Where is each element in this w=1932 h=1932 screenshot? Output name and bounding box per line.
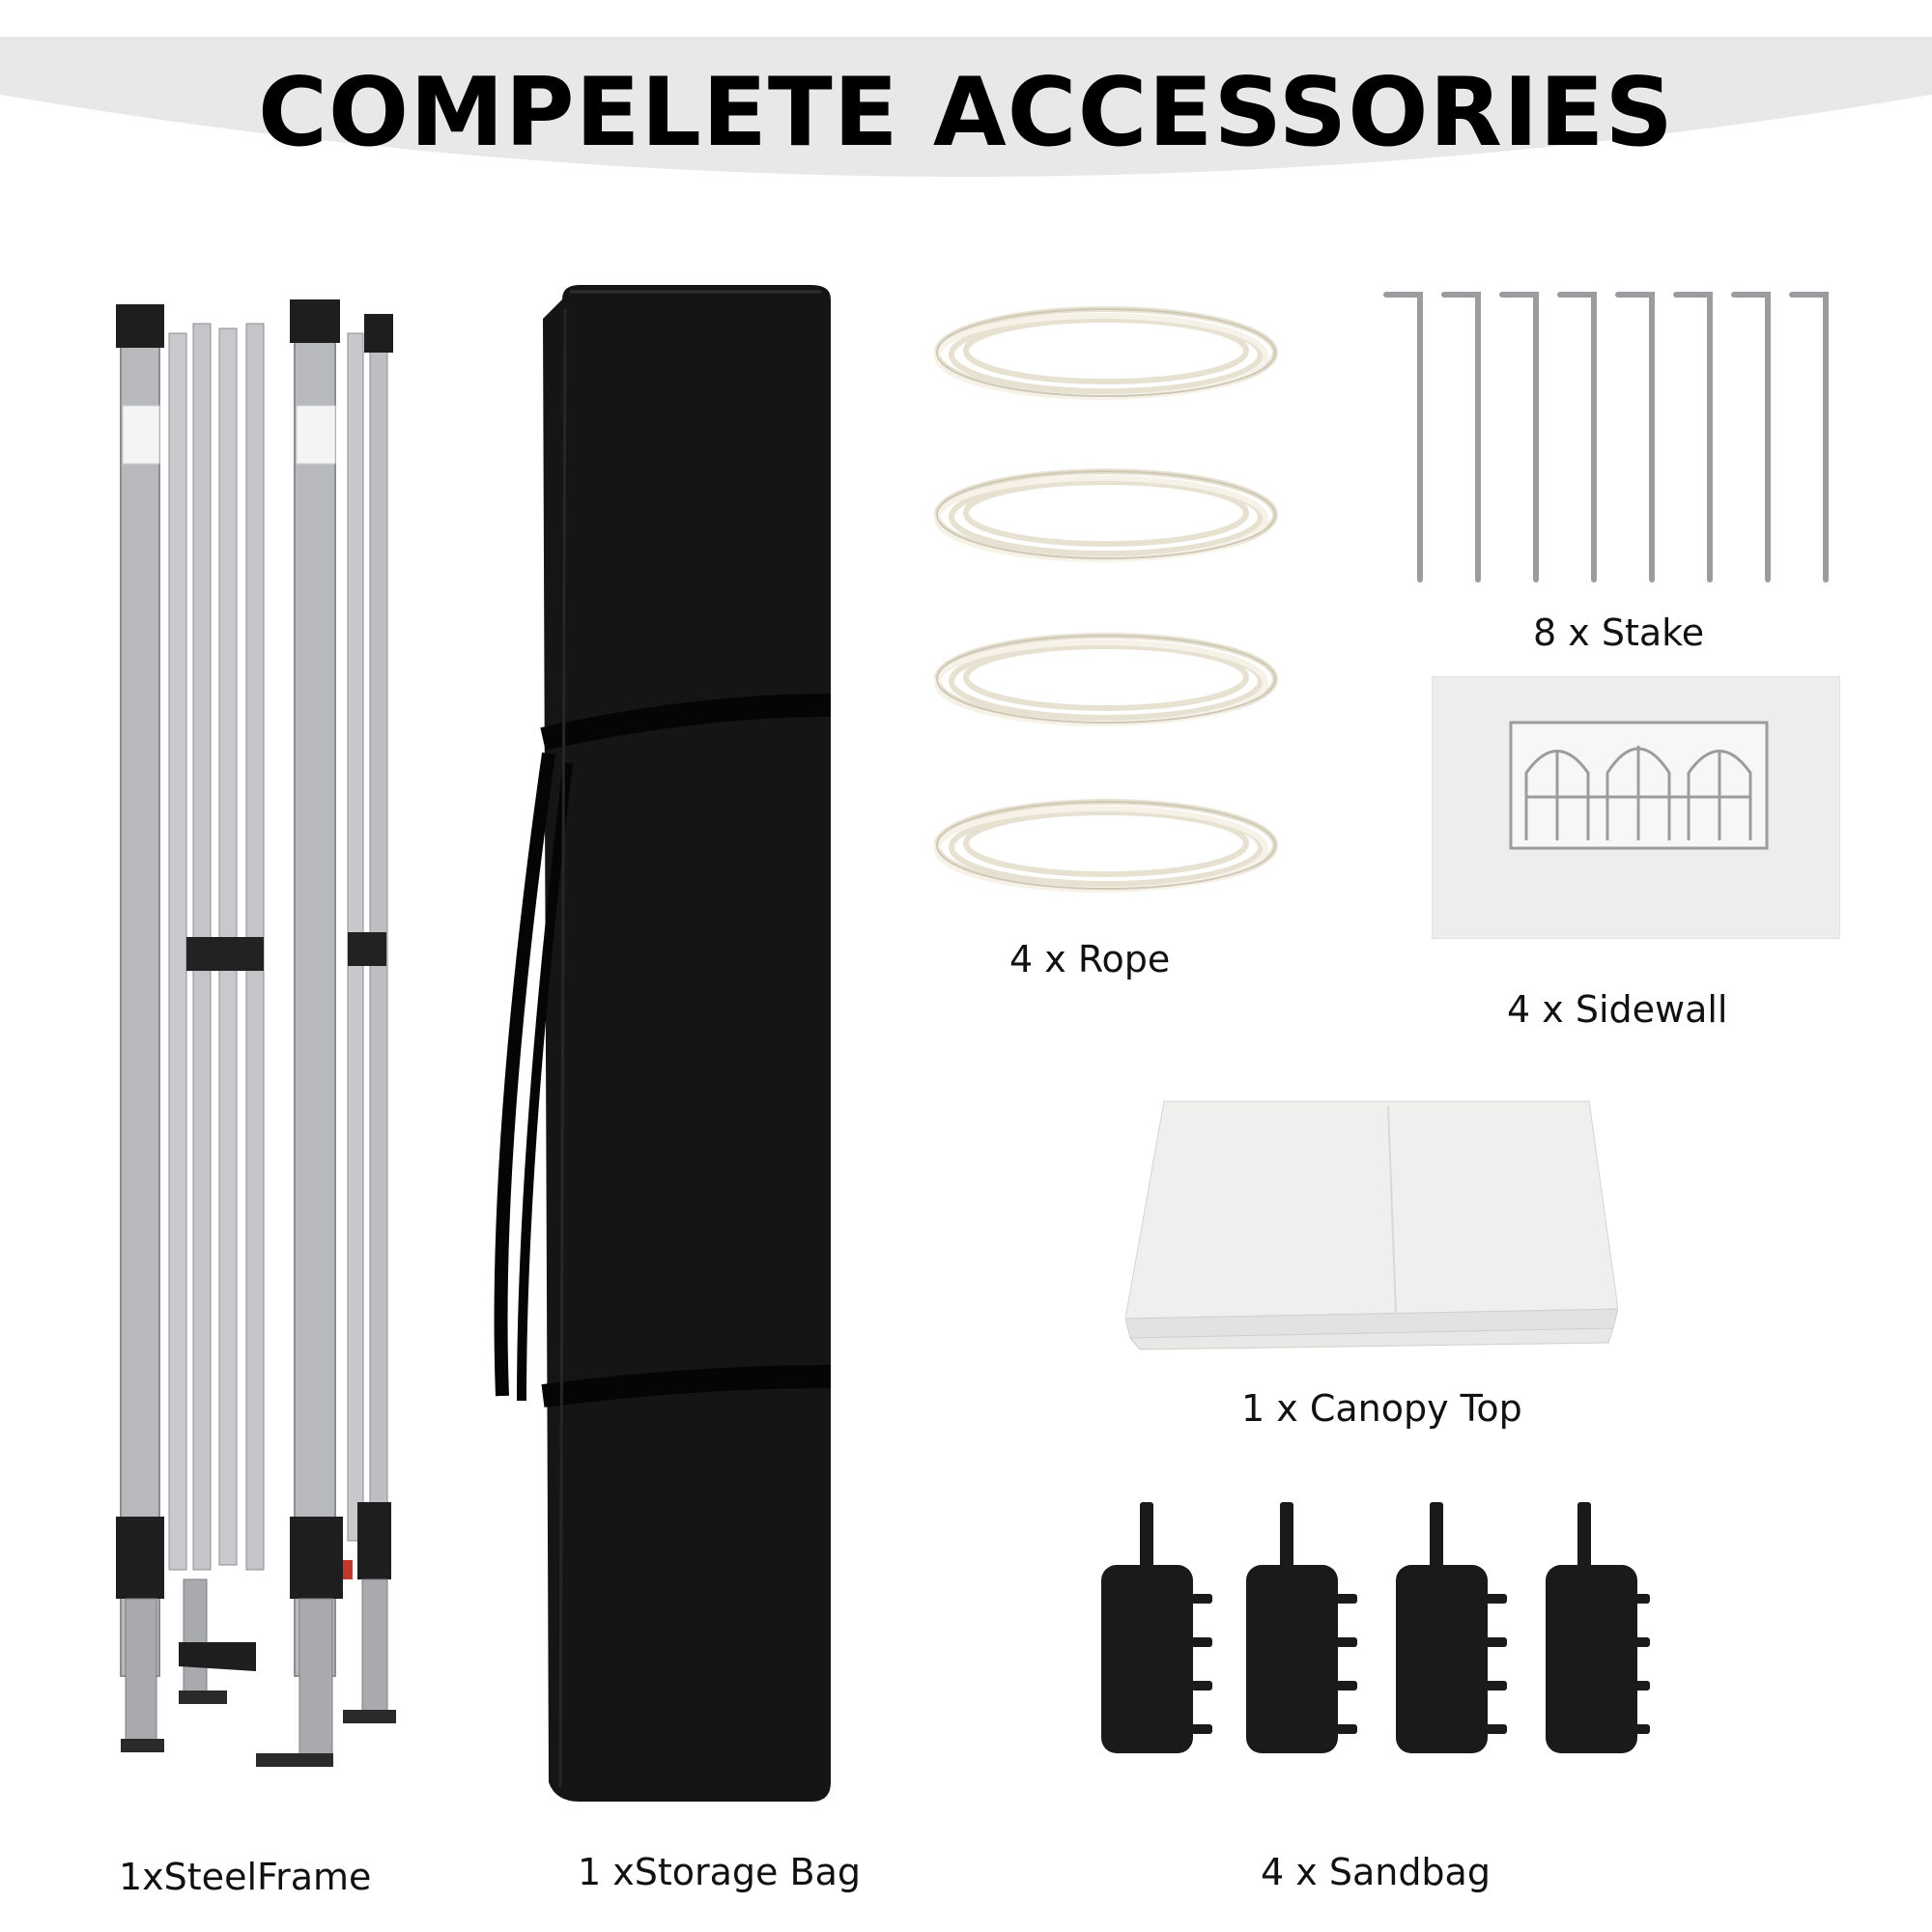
- page-title: COMPELETE ACCESSORIES: [258, 58, 1674, 168]
- stake-image: [1381, 285, 1845, 584]
- rope-image: [923, 295, 1285, 913]
- sandbag-image: [1096, 1502, 1652, 1758]
- steel-frame-label: 1xSteelFrame: [119, 1856, 372, 1898]
- canopy-top-label: 1 x Canopy Top: [1241, 1387, 1522, 1430]
- storage-bag-image: [483, 280, 850, 1826]
- rope-label: 4 x Rope: [1009, 938, 1171, 980]
- sandbag-label: 4 x Sandbag: [1261, 1851, 1491, 1893]
- sidewall-image: [1431, 675, 1841, 940]
- canopy-top-image: [1124, 1096, 1619, 1352]
- steel-frame-image: [111, 295, 411, 1802]
- storage-bag-label: 1 xStorage Bag: [578, 1851, 861, 1893]
- stake-label: 8 x Stake: [1533, 611, 1705, 654]
- sidewall-label: 4 x Sidewall: [1507, 988, 1728, 1031]
- header-banner: [0, 37, 1932, 220]
